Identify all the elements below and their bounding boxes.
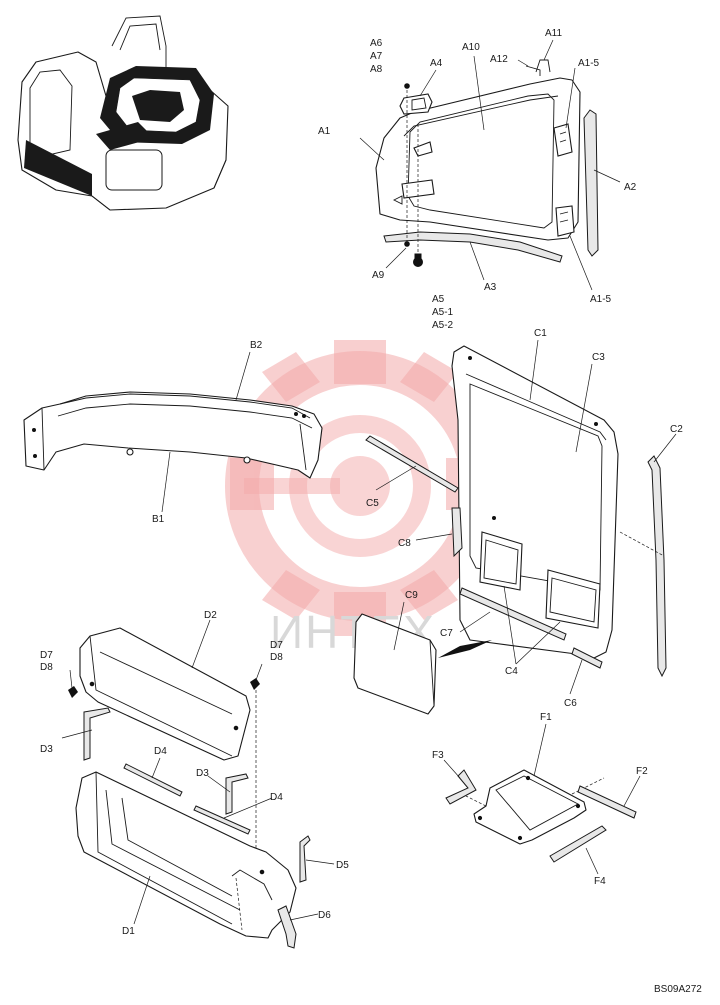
knob-a5 bbox=[413, 257, 423, 267]
side-panel-assembly-c bbox=[353, 345, 667, 715]
label-a4: A4 bbox=[430, 58, 443, 69]
seal-c8 bbox=[451, 507, 463, 558]
striker-a11 bbox=[535, 59, 551, 73]
label-f3: F3 bbox=[432, 750, 444, 761]
label-c7: C7 bbox=[440, 628, 453, 639]
label-a12: A12 bbox=[490, 54, 508, 65]
seal-d3-right bbox=[225, 773, 249, 815]
seal-strip-a3 bbox=[383, 231, 563, 263]
seal-strip-c2 bbox=[647, 455, 667, 678]
hinge-upper-a1-5 bbox=[553, 123, 573, 157]
label-a1: A1 bbox=[318, 126, 331, 137]
floor-plate-assembly-f bbox=[445, 769, 637, 863]
seal-d6 bbox=[277, 905, 297, 949]
handle-f3 bbox=[445, 769, 477, 805]
seal-strip-c5 bbox=[365, 435, 459, 493]
excavator-overview-inset bbox=[17, 15, 229, 211]
bolt-d7-right bbox=[250, 678, 260, 690]
lower-cover-d1 bbox=[75, 771, 297, 939]
label-c5: C5 bbox=[366, 498, 379, 509]
seal-strip-f2 bbox=[577, 785, 637, 819]
rear-cover-b1 bbox=[23, 391, 323, 479]
label-d2: D2 bbox=[204, 610, 217, 621]
label-a8: A8 bbox=[370, 64, 383, 75]
part-labels: A1 A1-5 A1-5 A2 A3 A4 A5 A5-1 A5-2 A6 A7… bbox=[40, 28, 702, 995]
seal-strip-c7 bbox=[459, 587, 567, 641]
label-c9: C9 bbox=[405, 590, 418, 601]
label-d8-right: D8 bbox=[270, 652, 283, 663]
label-a9: A9 bbox=[372, 270, 385, 281]
label-d4-right: D4 bbox=[270, 792, 283, 803]
bracket-a12 bbox=[525, 65, 541, 76]
bolt-d7-left bbox=[68, 686, 78, 698]
label-d7-right: D7 bbox=[270, 640, 283, 651]
plate-f1 bbox=[473, 769, 587, 845]
label-a5-1: A5-1 bbox=[432, 307, 454, 318]
label-d5: D5 bbox=[336, 860, 349, 871]
drawing-code: BS09A272 bbox=[654, 984, 702, 995]
seal-d5 bbox=[299, 835, 311, 883]
rear-cover-assembly-b bbox=[23, 391, 323, 479]
bolt-a6 bbox=[404, 83, 410, 89]
leader-lines bbox=[61, 39, 677, 925]
label-a6: A6 bbox=[370, 38, 383, 49]
label-c6: C6 bbox=[564, 698, 577, 709]
label-c8: C8 bbox=[398, 538, 411, 549]
label-d4-left: D4 bbox=[154, 746, 167, 757]
louver-c4-left bbox=[479, 531, 523, 591]
label-b1: B1 bbox=[152, 514, 165, 525]
label-a7: A7 bbox=[370, 51, 383, 62]
label-f2: F2 bbox=[636, 766, 648, 777]
label-c2: C2 bbox=[670, 424, 683, 435]
side-door-assembly-a bbox=[375, 59, 599, 267]
door-handle-a4 bbox=[399, 93, 433, 115]
label-f4: F4 bbox=[594, 876, 606, 887]
label-a5: A5 bbox=[432, 294, 445, 305]
label-a1-5-lower: A1-5 bbox=[590, 294, 612, 305]
label-a11: A11 bbox=[545, 28, 562, 39]
seal-strip-a2 bbox=[583, 109, 599, 257]
seal-strip-c6 bbox=[571, 647, 603, 669]
label-d3-right: D3 bbox=[196, 768, 209, 779]
label-a5-2: A5-2 bbox=[432, 320, 454, 331]
label-d1: D1 bbox=[122, 926, 135, 937]
label-d6: D6 bbox=[318, 910, 331, 921]
lower-cover-assembly-d bbox=[68, 627, 311, 949]
door-window-a10 bbox=[407, 93, 555, 229]
label-a3: A3 bbox=[484, 282, 497, 293]
label-c3: C3 bbox=[592, 352, 605, 363]
seal-strip-f4 bbox=[549, 825, 607, 863]
label-d8-left: D8 bbox=[40, 662, 53, 673]
label-d3-left: D3 bbox=[40, 744, 53, 755]
seal-strip-d4-left bbox=[123, 763, 183, 797]
bolt-a9 bbox=[404, 241, 410, 247]
label-b2: B2 bbox=[250, 340, 263, 351]
door-panel-a1 bbox=[375, 77, 581, 241]
seal-strip-d4-right bbox=[193, 805, 251, 835]
label-a2: A2 bbox=[624, 182, 637, 193]
label-c1: C1 bbox=[534, 328, 547, 339]
top-cover-d2 bbox=[79, 627, 251, 761]
label-c4: C4 bbox=[505, 666, 518, 677]
filter-c9 bbox=[353, 613, 437, 715]
seal-d3-left bbox=[83, 707, 111, 761]
louver-c4-right bbox=[545, 569, 601, 629]
label-d7-left: D7 bbox=[40, 650, 53, 661]
label-a10: A10 bbox=[462, 42, 480, 53]
label-f1: F1 bbox=[540, 712, 552, 723]
watermark-gear-logo: ИНТЕХ bbox=[225, 340, 495, 658]
label-a1-5-upper: A1-5 bbox=[578, 58, 600, 69]
